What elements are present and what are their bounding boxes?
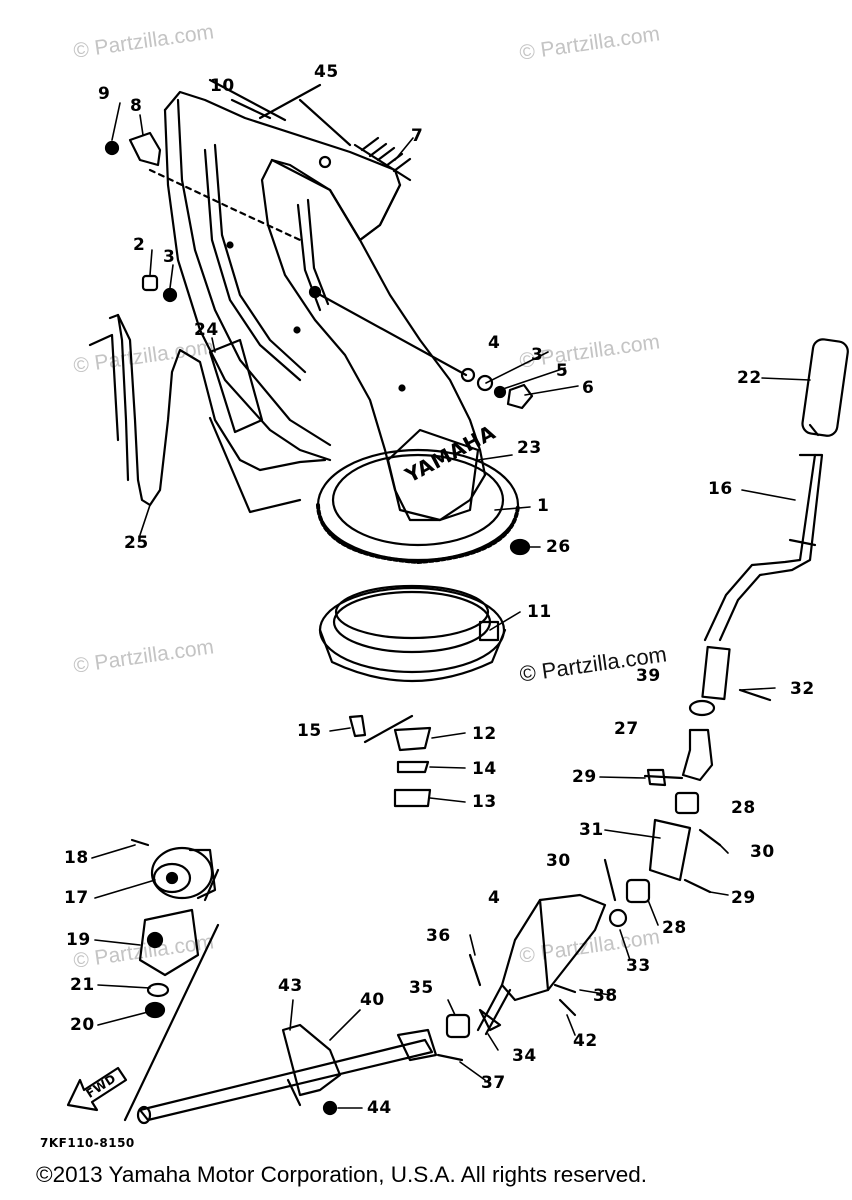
- callout-11: 11: [527, 602, 552, 622]
- callout-29: 29: [572, 767, 597, 787]
- callout-45: 45: [314, 62, 339, 82]
- callout-20: 20: [70, 1015, 95, 1035]
- callout-17: 17: [64, 888, 89, 908]
- callout-43: 43: [278, 976, 303, 996]
- callout-22: 22: [737, 368, 762, 388]
- callout-25: 25: [124, 533, 149, 553]
- callout-18: 18: [64, 848, 89, 868]
- callout-28: 28: [731, 798, 756, 818]
- callout-36: 36: [426, 926, 451, 946]
- control-handle: [701, 338, 849, 701]
- gear-ring: [316, 448, 520, 564]
- callout-2: 2: [133, 235, 146, 255]
- callout-29: 29: [731, 888, 756, 908]
- callout-21: 21: [70, 975, 95, 995]
- callout-14: 14: [472, 759, 497, 779]
- chute-base-ring: [318, 584, 507, 683]
- callout-4: 4: [488, 333, 501, 353]
- callout-6: 6: [582, 378, 595, 398]
- callout-7: 7: [411, 126, 424, 146]
- callout-15: 15: [297, 721, 322, 741]
- linkage-parts: [603, 688, 772, 904]
- callout-10: 10: [210, 76, 235, 96]
- callout-27: 27: [614, 719, 639, 739]
- callout-13: 13: [472, 792, 497, 812]
- shift-shaft: [136, 1023, 438, 1125]
- callout-8: 8: [130, 96, 143, 116]
- copyright-notice: ©2013 Yamaha Motor Corporation, U.S.A. A…: [36, 1162, 648, 1187]
- callout-9: 9: [98, 84, 111, 104]
- callout-35: 35: [409, 978, 434, 998]
- callout-37: 37: [481, 1073, 506, 1093]
- callout-31: 31: [579, 820, 604, 840]
- callout-12: 12: [472, 724, 497, 744]
- callout-39: 39: [636, 666, 661, 686]
- callout-40: 40: [360, 990, 385, 1010]
- control-cable: [88, 313, 327, 514]
- callout-24: 24: [194, 320, 219, 340]
- callout-30: 30: [750, 842, 775, 862]
- callout-3: 3: [531, 345, 544, 365]
- fwd-arrow: [66, 1066, 128, 1112]
- clamp-parts: [348, 714, 432, 808]
- callout-3: 3: [163, 247, 176, 267]
- drawing-code: 7KF110-8150: [40, 1136, 135, 1150]
- chute-assembly: [148, 78, 487, 522]
- callout-26: 26: [546, 537, 571, 557]
- shift-bracket: [436, 893, 628, 1062]
- callout-4: 4: [488, 888, 501, 908]
- knob-26: [509, 538, 531, 556]
- callout-30: 30: [546, 851, 571, 871]
- callout-1: 1: [537, 496, 550, 516]
- chute-fasteners: [104, 131, 534, 410]
- callout-42: 42: [573, 1031, 598, 1051]
- pulley-group: [123, 838, 220, 1122]
- callout-28: 28: [662, 918, 687, 938]
- callout-38: 38: [593, 986, 618, 1006]
- callout-34: 34: [512, 1046, 537, 1066]
- callout-32: 32: [790, 679, 815, 699]
- callout-16: 16: [708, 479, 733, 499]
- callout-33: 33: [626, 956, 651, 976]
- callout-19: 19: [66, 930, 91, 950]
- callout-5: 5: [556, 361, 569, 381]
- callout-leaders: [91, 102, 811, 1109]
- callout-23: 23: [517, 438, 542, 458]
- callout-44: 44: [367, 1098, 392, 1118]
